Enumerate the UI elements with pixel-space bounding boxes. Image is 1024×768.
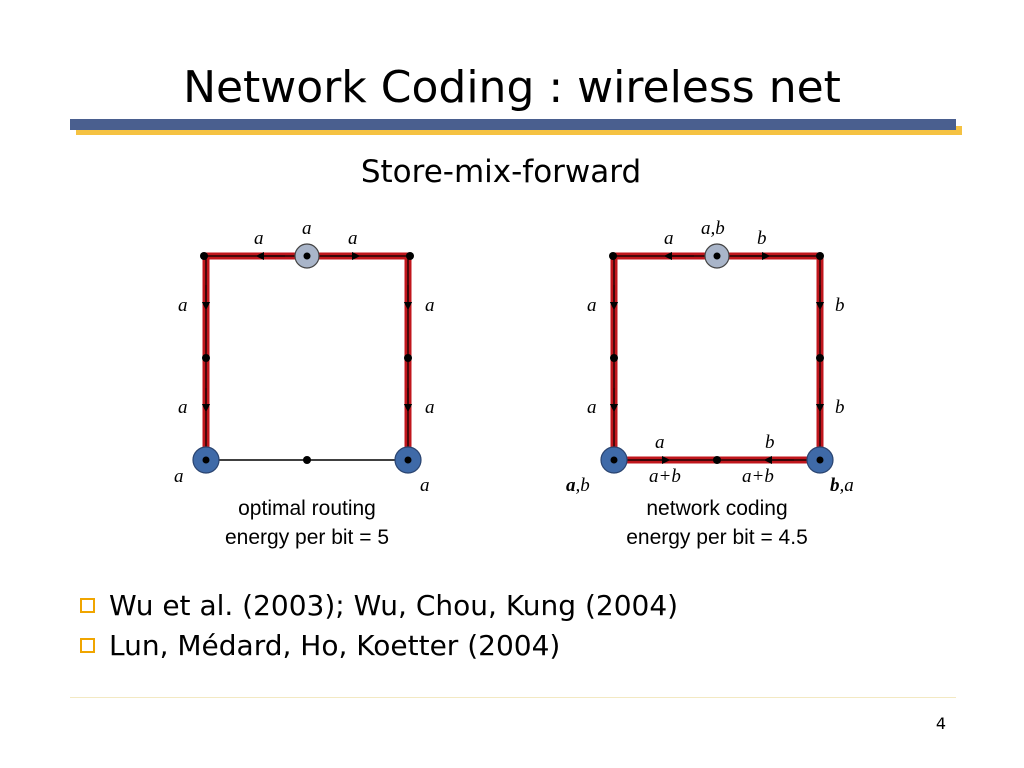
slide-title: Network Coding : wireless net — [183, 62, 841, 113]
label-sink-left: a,b — [566, 475, 590, 496]
label-left-upper: a — [587, 295, 597, 316]
label-sink-right: b,a — [830, 475, 854, 496]
relay-node — [303, 456, 311, 464]
flow-arrows — [609, 251, 825, 465]
label-right-upper: a — [425, 295, 435, 316]
footer-rule — [70, 697, 956, 698]
relay-node — [816, 354, 824, 362]
relay-nodes — [200, 252, 414, 464]
coding-diagram: a,b a b a a b b a b a+b a+b a,b b,a — [566, 218, 854, 496]
routing-diagram: a a a a a a a a a — [174, 218, 435, 496]
reference-text: Wu et al. (2003); Wu, Chou, Kung (2004) — [109, 588, 679, 622]
flow-arrows — [201, 251, 413, 413]
reference-item: Lun, Médard, Ho, Koetter (2004) — [80, 625, 678, 665]
label-top-right: b — [757, 228, 767, 249]
relay-node — [609, 252, 617, 260]
active-links — [610, 252, 824, 464]
label-right-lower: a — [425, 397, 435, 418]
relay-node — [200, 252, 208, 260]
coding-relay-node — [713, 456, 721, 464]
label-top-right: a — [348, 228, 358, 249]
square-bullet-icon — [80, 637, 95, 653]
label-bottom-left-above: a — [655, 432, 665, 453]
relay-node — [610, 354, 618, 362]
label-right-lower: b — [835, 397, 845, 418]
relay-node — [202, 354, 210, 362]
square-bullet-icon — [80, 597, 95, 613]
routing-caption: optimal routing energy per bit = 5 — [182, 494, 432, 552]
label-left-lower: a — [587, 397, 597, 418]
label-bottom-right-above: b — [765, 432, 775, 453]
title-underline-blue — [70, 119, 956, 130]
reference-list: Wu et al. (2003); Wu, Chou, Kung (2004) … — [80, 585, 678, 665]
coding-caption-line2: energy per bit = 4.5 — [626, 526, 808, 549]
routing-caption-line2: energy per bit = 5 — [224, 526, 390, 549]
coding-caption: network coding energy per bit = 4.5 — [592, 494, 842, 552]
reference-item: Wu et al. (2003); Wu, Chou, Kung (2004) — [80, 585, 678, 625]
label-left-lower: a — [178, 397, 188, 418]
page-number: 4 — [935, 714, 946, 733]
relay-nodes — [609, 252, 824, 464]
label-right-upper: b — [835, 295, 845, 316]
label-top-left: a — [664, 228, 674, 249]
coding-caption-line1: network coding — [646, 497, 788, 520]
label-sink-left: a — [174, 466, 184, 487]
label-source: a,b — [701, 218, 725, 239]
label-left-upper: a — [178, 295, 188, 316]
label-bottom-left-below: a+b — [649, 466, 681, 487]
active-links — [202, 252, 412, 460]
relay-node — [406, 252, 414, 260]
label-bottom-right-below: a+b — [742, 466, 774, 487]
label-sink-right: a — [420, 475, 430, 496]
slide-subtitle: Store-mix-forward — [360, 154, 642, 190]
reference-text: Lun, Médard, Ho, Koetter (2004) — [109, 628, 561, 662]
label-source: a — [302, 218, 312, 239]
relay-node — [816, 252, 824, 260]
routing-caption-line1: optimal routing — [238, 497, 376, 520]
relay-node — [404, 354, 412, 362]
label-top-left: a — [254, 228, 264, 249]
